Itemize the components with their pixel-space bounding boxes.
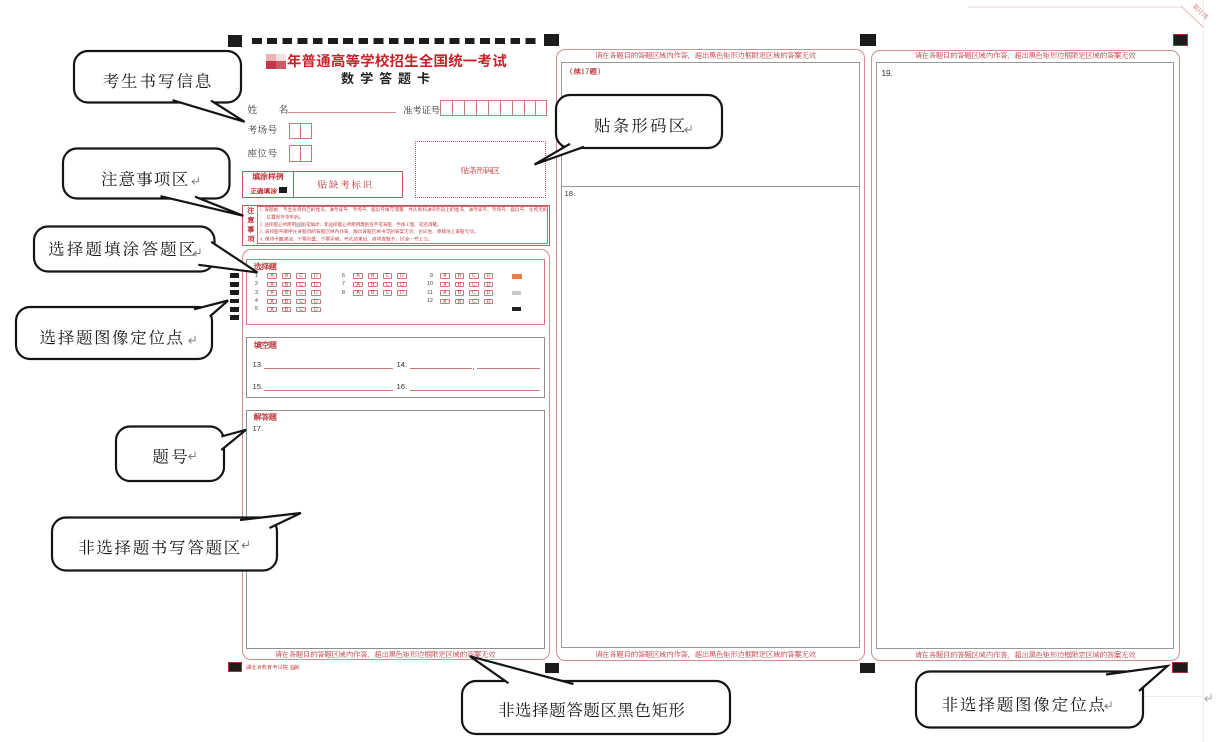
svg-text:监制: 监制 [289,664,300,671]
svg-text:座位号: 座位号 [248,145,278,159]
svg-text:选择题图像定位点: 选择题图像定位点 [40,325,184,349]
svg-text:注意事项区: 注意事项区 [101,166,188,190]
svg-text:考生书写信息: 考生书写信息 [103,68,212,92]
svg-text:湖北省教育考试院: 湖北省教育考试院 [246,664,289,671]
svg-text:准考证号: 准考证号 [403,103,440,117]
svg-text:选择题填涂答题区: 选择题填涂答题区 [48,236,195,260]
svg-text:非选择题图像定位点: 非选择题图像定位点 [942,691,1106,715]
svg-text:非选择题书写答题区: 非选择题书写答题区 [78,535,240,559]
svg-text:装订线: 装订线 [1190,1,1211,22]
svg-text:名: 名 [278,101,288,116]
svg-text:题号: 题号 [152,444,188,468]
svg-text:年普通高等学校招生全国统一考试: 年普通高等学校招生全国统一考试 [287,50,507,71]
svg-text:考场号: 考场号 [248,122,278,136]
svg-text:姓: 姓 [247,101,257,116]
svg-text:非选择题答题区黑色矩形: 非选择题答题区黑色矩形 [498,697,686,721]
svg-text:数学答题卡: 数学答题卡 [341,68,430,87]
